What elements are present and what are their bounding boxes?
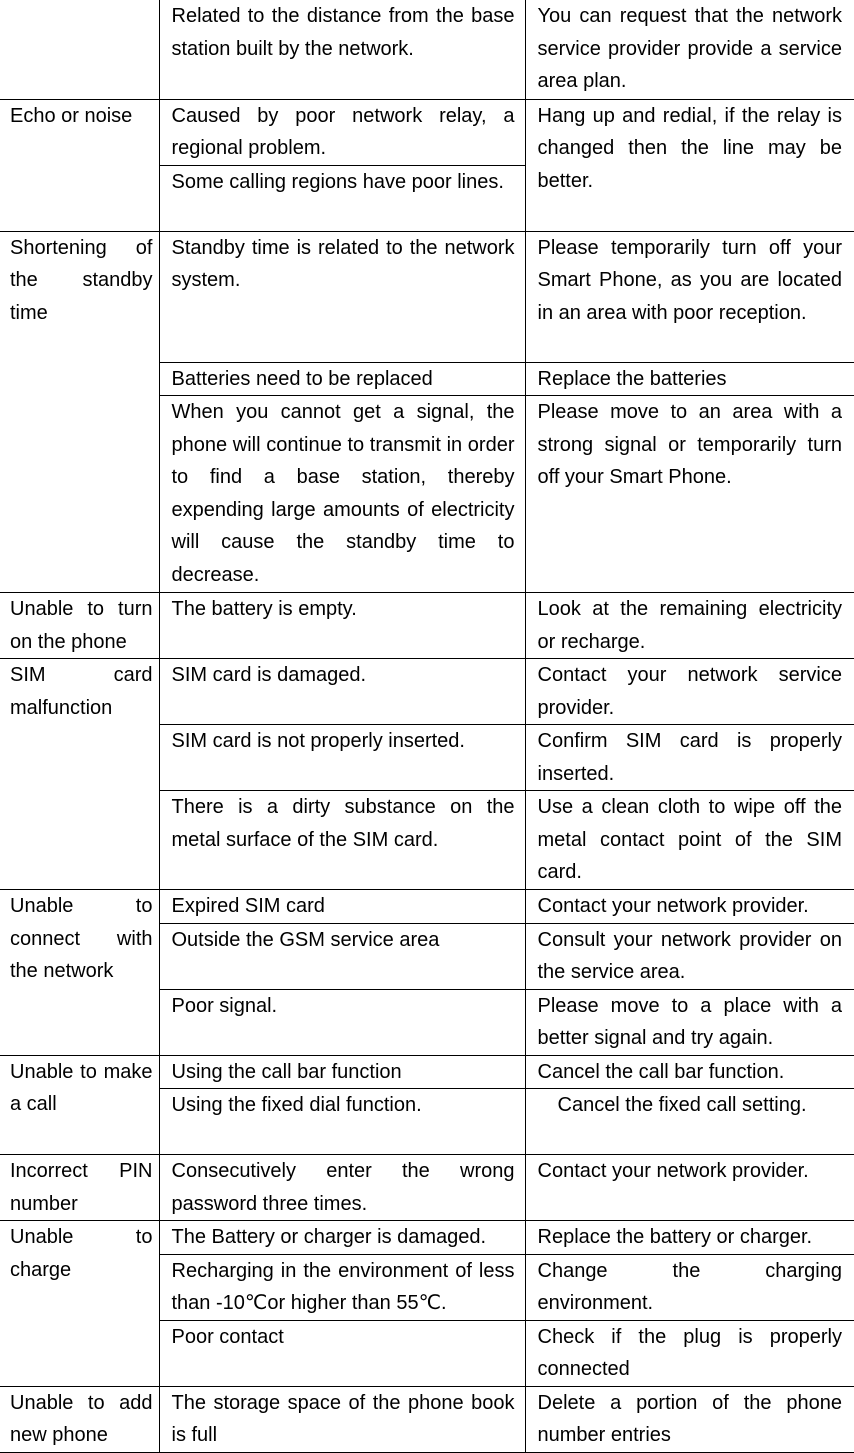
table-row: Shortening of the standby time Standby t… [0,230,854,593]
solution-cell: Consult your network provider on the ser… [524,922,854,990]
problem-cell: Incorrect PIN number [0,1154,160,1221]
table-row: Poor signal. Please move to a place with… [0,988,854,1056]
table-row: Unable to add new phone The storage spac… [0,1385,854,1453]
table-row: Unable to charge The Battery or charger … [0,1220,854,1387]
table-row: Unable to make a call Using the call bar… [0,1054,854,1155]
cause-cell: There is a dirty substance on the metal … [159,790,526,890]
table-row: Unable to turn on the phone The battery … [0,592,854,659]
problem-cell: Echo or noise [0,98,160,232]
solution-cell: Please move to a place with a better sig… [524,988,854,1056]
table-row: Recharging in the environment of less th… [0,1253,854,1321]
solution-cell: Check if the plug is properly connected [524,1319,854,1387]
problem-cell: Unable to charge [0,1220,160,1387]
cause-cell: Standby time is related to the network s… [158,230,526,363]
cause-cell: Some calling regions have poor lines. [159,164,525,232]
solution-cell: Cancel the fixed call setting. [524,1088,854,1155]
solution-cell: Contact your network provider. [524,1154,854,1221]
solution-cell: Please temporarily turn off your Smart P… [524,230,854,363]
cause-cell: When you cannot get a signal, the phone … [159,395,526,593]
cause-cell: The storage space of the phone book is f… [158,1385,526,1453]
table-row: Outside the GSM service area Consult you… [0,922,854,990]
solution-cell: Replace the batteries [524,361,854,396]
solution-cell: You can request that the network service… [524,0,854,100]
table-row: Echo or noise Caused by poor network rel… [0,98,854,232]
cause-cell: The Battery or charger is damaged. [158,1220,526,1255]
cause-cell: Outside the GSM service area [159,922,526,990]
solution-cell: Delete a portion of the phone number ent… [524,1385,854,1453]
problem-cell: Shortening of the standby time [0,230,160,593]
cause-cell: Poor signal. [159,988,526,1056]
cause-cell: Poor contact [159,1319,526,1387]
solution-cell: Please move to an area with a strong sig… [524,395,854,593]
cause-cell: The battery is empty. [158,592,526,659]
solution-cell: Use a clean cloth to wipe off the metal … [524,790,854,890]
problem-cell: Unable to connect with the network [0,889,160,1056]
cause-cell: Batteries need to be replaced [159,361,526,396]
table-row: Using the fixed dial function. Cancel th… [0,1088,854,1155]
table-row: Unable to connect with the network Expir… [0,889,854,1056]
solution-cell: Hang up and redial, if the relay is chan… [524,98,854,232]
problem-cell: Unable to add new phone [0,1385,160,1453]
table-row: SIM card is not properly inserted. Confi… [0,724,854,791]
cause-cell: SIM card is damaged. [158,658,526,725]
table-row: Some calling regions have poor lines. [0,164,854,232]
cause-cell: Recharging in the environment of less th… [159,1253,526,1321]
table-row: When you cannot get a signal, the phone … [0,395,854,593]
cause-cell: Using the call bar function [158,1054,526,1089]
cause-cell: Related to the distance from the base st… [158,0,526,100]
table-row: SIM card malfunction SIM card is damaged… [0,658,854,890]
solution-cell: Contact your network service provider. [524,658,854,725]
table-row: Incorrect PIN number Consecutively enter… [0,1154,854,1221]
problem-cell: Unable to make a call [0,1054,160,1155]
cause-cell: SIM card is not properly inserted. [159,724,526,791]
table-row: Related to the distance from the base st… [0,0,854,100]
cause-cell: Using the fixed dial function. [159,1088,526,1155]
problem-cell [0,0,160,100]
solution-cell: Contact your network provider. [524,889,854,924]
solution-cell: Cancel the call bar function. [524,1054,854,1089]
problem-cell: SIM card malfunction [0,658,160,890]
solution-cell: Confirm SIM card is properly inserted. [524,724,854,791]
cause-cell: Consecutively enter the wrong password t… [158,1154,526,1221]
solution-cell: Replace the battery or charger. [524,1220,854,1255]
problem-cell: Unable to turn on the phone [0,592,160,659]
cause-cell: Expired SIM card [158,889,526,924]
table-row: Batteries need to be replaced Replace th… [0,361,854,396]
solution-cell: Change the charging environment. [524,1253,854,1321]
solution-cell: Look at the remaining electricity or rec… [524,592,854,659]
table-row: There is a dirty substance on the metal … [0,790,854,890]
cause-cell: Caused by poor network relay, a regional… [158,98,526,166]
table-row: Poor contact Check if the plug is proper… [0,1319,854,1387]
